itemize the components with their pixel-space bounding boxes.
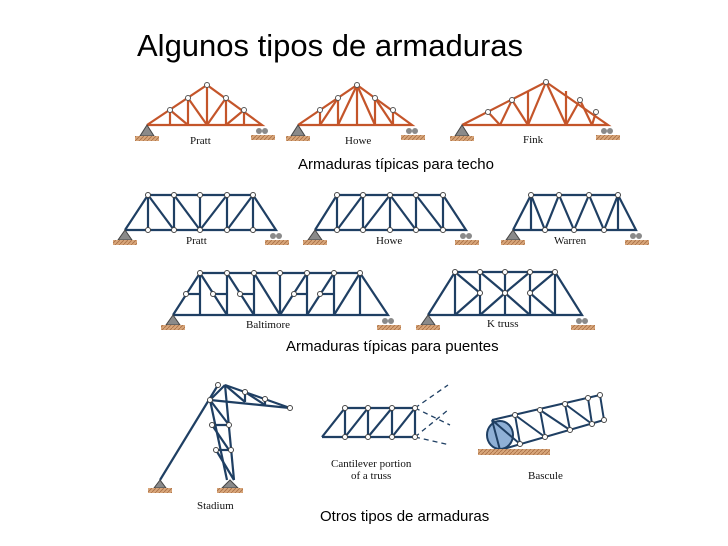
roof-truss-howe	[297, 83, 416, 127]
caption-bridge-trusses: Armaduras típicas para puentes	[286, 338, 499, 355]
roof-truss-fink	[461, 80, 612, 127]
bridge-truss-warren	[512, 192, 638, 233]
bridge-truss-baltimore	[172, 271, 391, 317]
label-bridge-warren: Warren	[554, 235, 587, 247]
label-roof-pratt: Pratt	[190, 135, 211, 147]
roof-joints	[167, 79, 599, 115]
caption-roof-trusses: Armaduras típicas para techo	[298, 156, 494, 173]
cantilever-truss	[321, 406, 417, 439]
label-roof-howe: Howe	[345, 135, 371, 147]
supports	[113, 124, 649, 493]
label-cantilever-line1: Cantilever portion	[331, 458, 412, 470]
page-title: Algunos tipos de armaduras	[137, 28, 524, 63]
label-bridge-howe: Howe	[376, 235, 402, 247]
other-joints	[207, 382, 607, 453]
roof-truss-pratt	[146, 83, 266, 127]
bascule-truss	[486, 393, 606, 452]
label-baltimore: Baltimore	[246, 319, 290, 331]
bridge-truss-pratt	[124, 193, 279, 232]
cantilever-dashed-extension	[414, 384, 451, 446]
label-cantilever-line2: of a truss	[351, 470, 391, 482]
bridge-joints	[145, 192, 621, 297]
label-stadium: Stadium	[197, 500, 234, 512]
label-bascule: Bascule	[528, 470, 563, 482]
stadium-truss	[159, 383, 291, 481]
label-k-truss: K truss	[487, 318, 518, 330]
label-roof-fink: Fink	[523, 134, 544, 146]
label-bridge-pratt: Pratt	[186, 235, 207, 247]
bridge-truss-howe	[314, 193, 469, 232]
caption-other-trusses: Otros tipos de armaduras	[320, 508, 490, 525]
